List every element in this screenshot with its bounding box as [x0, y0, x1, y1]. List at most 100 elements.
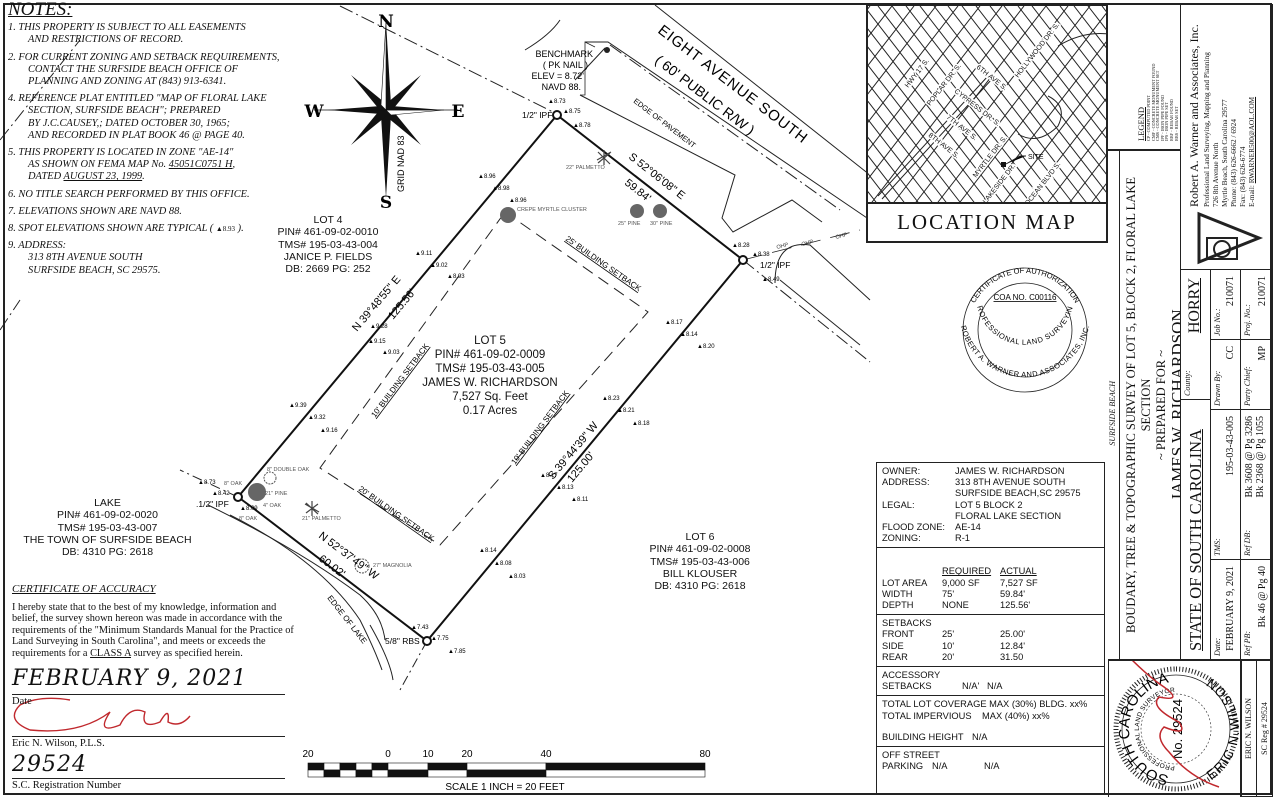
- registration-number: 29524: [12, 752, 87, 777]
- spot-elevation: ▲8.38: [752, 252, 770, 258]
- note-7: 7. ELEVATIONS SHOWN ARE NAVD 88.: [8, 205, 182, 217]
- benchmark-line: NAVD 88.: [542, 82, 581, 92]
- spot-triangle-icon: ▲: [509, 198, 515, 204]
- tree-label: 8" DOUBLE OAK: [267, 467, 310, 473]
- tree-label: 22" PALMETTO: [566, 165, 605, 171]
- street-label: 6TH AVE S.: [975, 64, 1008, 92]
- state-label: STATE OF SOUTH CAROLINA: [1186, 429, 1205, 651]
- spot-elevation: ▲8.17: [665, 320, 683, 326]
- spot-elevation: ▲8.73: [548, 99, 566, 105]
- site-marker-icon: [1001, 162, 1006, 167]
- spot-elevation: ▲8.96: [509, 198, 527, 204]
- sheet-border: [3, 3, 1272, 795]
- surveyor-name: Eric N. Wilson, P.L.S.: [12, 738, 105, 749]
- spot-elevation: ▲8.73: [198, 480, 216, 486]
- coverage: TOTAL LOT COVERAGE MAX (30%) BLDG. xx% T…: [877, 696, 1104, 748]
- company-tagline: Professional Land Surveying, Mapping and…: [1202, 52, 1211, 207]
- spot-elevation: ▲9.03: [382, 350, 400, 356]
- scale-caption: SCALE 1 INCH = 20 FEET: [445, 782, 564, 793]
- scale-segment: [323, 762, 341, 771]
- spot-triangle-icon: ▲: [556, 485, 562, 491]
- spot-triangle-icon: ▲: [382, 350, 388, 356]
- spot-triangle-icon: ▲: [447, 274, 453, 280]
- scale-segment: [355, 762, 373, 771]
- certificate-text: I hereby state that to the best of my kn…: [12, 601, 294, 659]
- street-lines: [0, 4, 871, 691]
- county-value: HORRY: [1186, 278, 1203, 334]
- benchmark-line: BENCHMARK: [535, 49, 593, 59]
- edge-of-pavement-label: EDGE OF PAVEMENT: [632, 96, 698, 150]
- survey-title: BOUDARY, TREE & TOPOGRAPHIC SURVEY OF LO…: [1124, 177, 1153, 633]
- spot-elevation: ▲9.16: [320, 428, 338, 434]
- scale-tick-label: 80: [699, 749, 711, 760]
- city-label: SURFSIDE BEACH: [1108, 381, 1117, 446]
- spot-triangle-icon: ▲: [479, 548, 485, 554]
- spot-triangle-icon: ▲: [411, 625, 417, 631]
- spot-elevation: ▲8.42: [212, 491, 230, 497]
- spot-elevations: ▲8.73▲8.75▲8.78▲8.96▲8.98▲8.96▲9.11▲9.02…: [198, 99, 780, 655]
- scale-tick-label: 40: [540, 749, 552, 760]
- scale-segment: [387, 769, 429, 778]
- spot-triangle-icon: ▲: [431, 636, 437, 642]
- spot-triangle-icon: ▲: [752, 252, 758, 258]
- registration-label: S.C. Registration Number: [12, 780, 122, 791]
- iron-pipe-icon: [552, 110, 562, 120]
- spot-triangle-icon: ▲: [680, 332, 686, 338]
- spot-elevation: ▲9.32: [308, 415, 326, 421]
- owner-info-row: ADDRESS:313 8TH AVENUE SOUTH: [882, 477, 1066, 488]
- notes-title: NOTES:: [8, 0, 73, 20]
- spot-triangle-icon: ▲: [563, 109, 569, 115]
- grid-datum-label: GRID NAD 83: [396, 135, 406, 192]
- pine-tree-icon: [248, 483, 266, 501]
- notes-section: NOTES: 1. THIS PROPERTY IS SUBJECT TO AL…: [8, 0, 280, 282]
- spot-elevation: ▲8.96: [478, 174, 496, 180]
- spot-triangle-icon: ▲: [212, 491, 218, 497]
- scale-segment: [427, 762, 468, 771]
- spot-triangle-icon: ▲: [370, 324, 376, 330]
- scale-segment: [545, 762, 706, 771]
- palmetto-icon: [304, 501, 320, 516]
- spot-elevation: ▲8.09: [240, 506, 258, 512]
- seal-name: ERIC N.WILSON: [1204, 675, 1242, 782]
- spot-elevation: ▲8.49: [762, 277, 780, 283]
- note-4: 4. REFERENCE PLAT ENTITLED "MAP OF FLORA…: [8, 93, 267, 141]
- tree-label: 27" MAGNOLIA: [373, 563, 412, 569]
- spot-triangle-icon: ▲: [762, 277, 768, 283]
- spot-triangle-icon: ▲: [573, 123, 579, 129]
- certificate-title: CERTIFICATE OF ACCURACY: [12, 583, 156, 595]
- spot-elevation: ▲8.17: [540, 473, 558, 479]
- spot-elevation: ▲8.21: [617, 408, 635, 414]
- spot-elevation: ▲8.11: [571, 497, 589, 503]
- monument-label: .1/2" IPF: [196, 499, 229, 509]
- rear-setback-label: 20' BUILDING SETBACK: [357, 484, 436, 543]
- scale-tick-label: 20: [461, 749, 473, 760]
- magnolia-tree-icon: [354, 558, 370, 574]
- owner-info-row: LEGAL:LOT 5 BLOCK 2: [882, 499, 1023, 510]
- tree-label: 21" PALMETTO: [302, 516, 341, 522]
- spot-elevation: ▲8.28: [732, 243, 750, 249]
- spot-elevation: ▲8.03: [508, 574, 526, 580]
- company-email: E-mail: RWARNER500@AOL.COM: [1247, 96, 1256, 207]
- spot-triangle-icon: ▲: [494, 561, 500, 567]
- monuments: [233, 110, 748, 646]
- iron-pipe-icon: [738, 255, 748, 265]
- street-label: POPLAR DR. S.: [926, 63, 963, 108]
- spot-triangle-icon: ▲: [540, 473, 546, 479]
- spot-triangle-icon: ▲: [602, 396, 608, 402]
- owner-info-row: SURFSIDE BEACH,SC 29575: [955, 488, 1081, 499]
- spot-elevation: ▲8.14: [680, 332, 698, 338]
- company-name: Robert A. Warner and Associates, Inc.: [1187, 24, 1201, 207]
- scale-segment: [466, 762, 547, 771]
- spot-triangle-icon: ▲: [478, 174, 484, 180]
- spot-elevation: ▲8.98: [492, 186, 510, 192]
- compass-north: N: [378, 12, 394, 32]
